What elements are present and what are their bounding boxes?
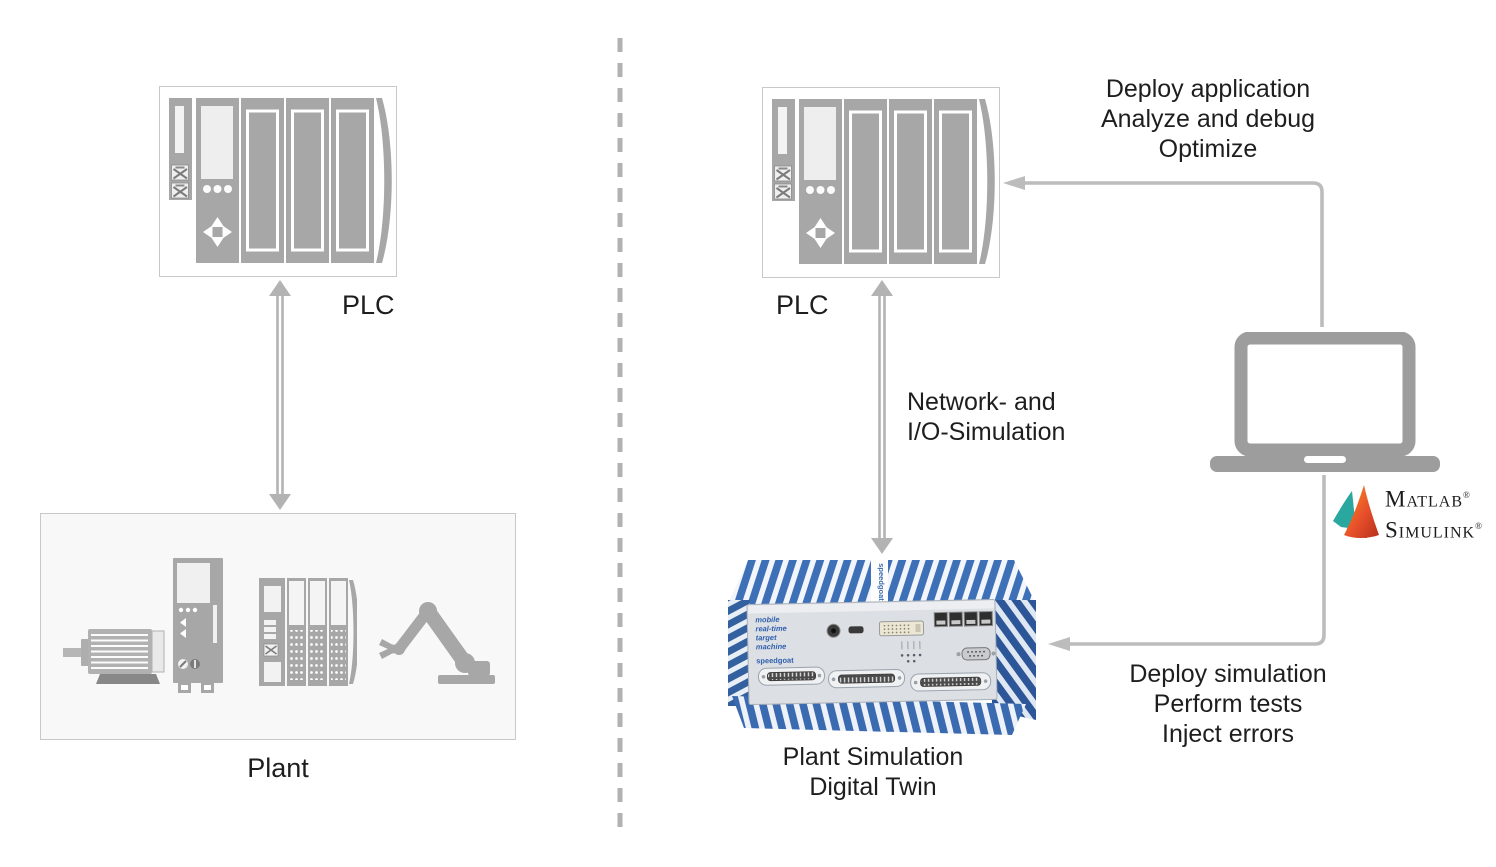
text-line: I/O-Simulation (907, 418, 1066, 446)
dvi-port (878, 620, 925, 637)
plc-status-leds (203, 185, 232, 193)
plc-screen (201, 106, 233, 179)
heatsink-fins-left (728, 600, 750, 706)
text-line: Plant Simulation (782, 743, 964, 771)
top-nameplate (871, 560, 888, 604)
plc-icon (159, 86, 397, 277)
network-io-simulation-text: Network- and I/O-Simulation (907, 387, 1065, 447)
svg-text:machine: machine (756, 642, 787, 652)
text-line: Network- and (907, 388, 1056, 416)
plant-simulation-label: Plant Simulation Digital Twin (723, 742, 1023, 802)
text-line: Analyze and debug (1100, 105, 1316, 133)
text-line: Inject errors (1162, 720, 1294, 748)
robot-arm-icon (379, 602, 495, 684)
plc-dpad-icon (203, 217, 232, 247)
simulink-wordmark: Simulink (1385, 517, 1476, 543)
text-line: Perform tests (1153, 690, 1303, 718)
plant-label: Plant (247, 753, 309, 783)
plc-screen (804, 107, 836, 180)
svg-text:real-time: real-time (755, 624, 786, 634)
matlab-membrane-icon (1333, 485, 1379, 538)
matlab-wordmark: Matlab (1385, 486, 1464, 512)
io-module-rack-icon (259, 578, 357, 686)
plc-module-fronts (246, 109, 369, 252)
text-line: Deploy application (1105, 75, 1311, 103)
plc-dpad-icon (806, 218, 835, 248)
svg-text:target: target (756, 633, 778, 642)
laptop-icon (1210, 332, 1440, 472)
heatsink-fins-right (992, 600, 1036, 720)
matlab-simulink-logo: Matlab® Simulink® (1332, 482, 1482, 543)
plc-connector-icons (171, 164, 189, 199)
plant-box (40, 513, 516, 740)
plc-label: PLC (776, 290, 829, 320)
text-line: Optimize (1158, 135, 1258, 163)
ethernet-ports (933, 610, 993, 628)
drive-unit-icon (173, 558, 223, 693)
svg-text:mobile: mobile (755, 615, 779, 625)
serial-port (956, 647, 996, 661)
text-line: Deploy simulation (1129, 660, 1327, 688)
status-leds (901, 640, 921, 650)
device-front-text: mobile real-time target machine speedgoa… (755, 615, 794, 666)
io-connectors (757, 666, 992, 692)
dashed-divider-line (617, 38, 623, 832)
registered-mark: ® (1475, 520, 1482, 531)
realtime-target-machine-icon: speedgoat mobile real-time target machin… (728, 560, 1036, 735)
plc-connector-icons (774, 165, 792, 200)
deploy-application-arrow (1003, 176, 1324, 327)
electric-motor-icon (63, 629, 165, 684)
heatsink-fins-bottom (732, 696, 1026, 735)
deploy-simulation-text: Deploy simulation Perform tests Inject e… (1060, 659, 1396, 749)
plc-icon (762, 87, 1000, 278)
speedgoat-brand-text: speedgoat (756, 656, 794, 666)
front-panel: mobile real-time target machine speedgoa… (746, 598, 998, 706)
matlab-simulink-wordmark: Matlab® Simulink® (1385, 482, 1482, 543)
deploy-simulation-arrow (1048, 475, 1326, 651)
registered-mark: ® (1463, 490, 1470, 500)
plc-simulator-arrow (871, 280, 893, 554)
usb-port (848, 626, 864, 634)
plc-label: PLC (342, 290, 395, 320)
top-nameplate-text: speedgoat (877, 563, 886, 601)
text-line: Digital Twin (809, 773, 937, 801)
plc-plant-arrow (269, 280, 291, 510)
deploy-application-text: Deploy application Analyze and debug Opt… (1040, 74, 1376, 164)
